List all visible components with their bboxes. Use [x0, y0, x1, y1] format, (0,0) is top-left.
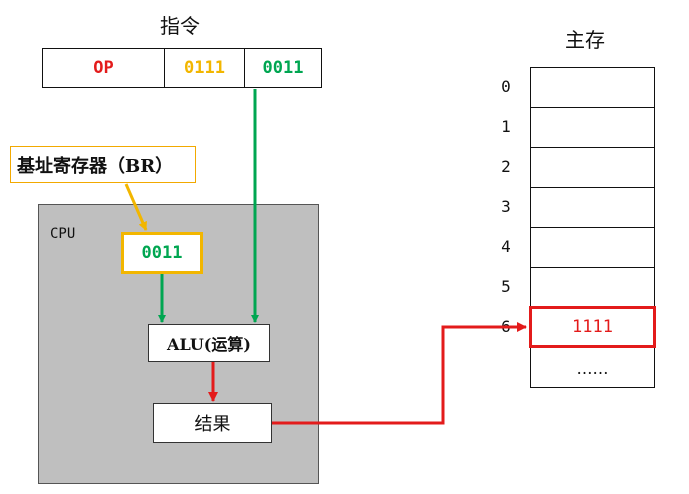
memory-cell-3 [531, 188, 654, 228]
memory-address-3: 3 [501, 196, 511, 216]
memory-column: …… [530, 67, 655, 388]
memory-cell-4 [531, 228, 654, 268]
memory-cell-5 [531, 268, 654, 308]
instruction-mode-field: 0111 [165, 49, 245, 87]
result-box: 结果 [153, 403, 272, 443]
base-register-label: 基址寄存器（BR） [10, 146, 196, 183]
instruction-address-field: 0011 [262, 58, 304, 78]
memory-address-5: 5 [501, 276, 511, 296]
memory-address-4: 4 [501, 236, 511, 256]
memory-address-2: 2 [501, 156, 511, 176]
instruction-register: OP 0111 0011 [42, 48, 322, 88]
memory-cell-1 [531, 108, 654, 148]
cpu-label: CPU [50, 226, 76, 242]
base-register-value: 0011 [121, 232, 203, 274]
memory-ellipsis: …… [576, 359, 609, 378]
instruction-title: 指令 [160, 13, 200, 38]
memory-highlight-cell: 1111 [529, 306, 656, 348]
memory-cell-2 [531, 148, 654, 188]
alu-box: ALU(运算) [148, 324, 270, 362]
memory-title: 主存 [565, 27, 605, 52]
memory-address-1: 1 [501, 116, 511, 136]
memory-address-6: 6 [501, 316, 511, 336]
base-register-label-text: 基址寄存器（BR） [17, 155, 174, 177]
memory-cell-0 [531, 68, 654, 108]
instruction-op-field: OP [43, 49, 165, 87]
memory-address-0: 0 [501, 76, 511, 96]
